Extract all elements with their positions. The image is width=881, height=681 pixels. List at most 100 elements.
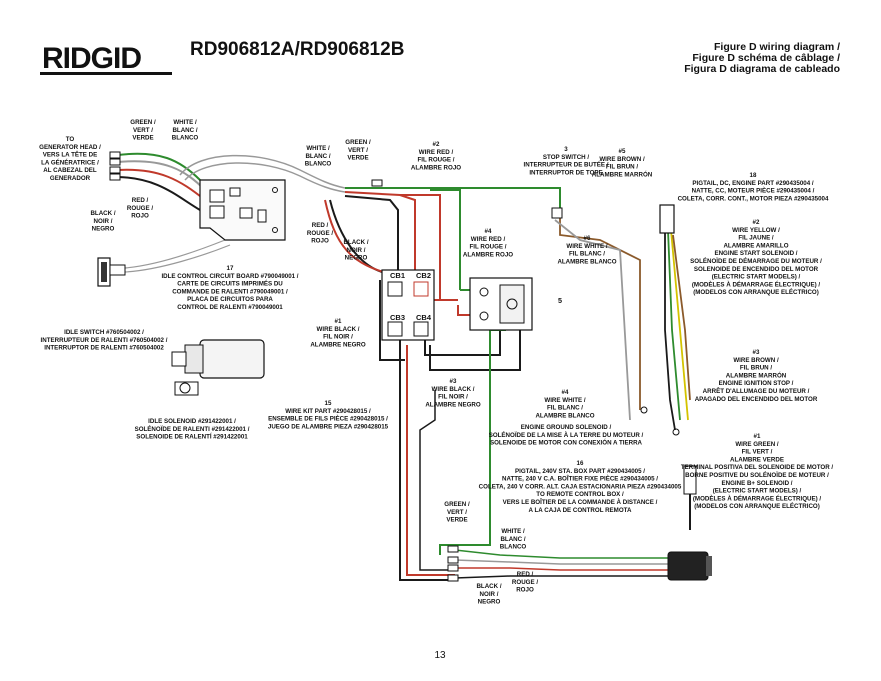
generator-head-connectors [109, 151, 121, 181]
callout-line: ALAMBRE MARRÓN [592, 170, 653, 178]
callout-line: COLETA, 240 V CORR. ALT. CAJA ESTACIONAR… [479, 483, 682, 490]
callout-line: RED / [132, 197, 149, 204]
callout-line: IDLE CONTROL CIRCUIT BOARD #790049001 / [161, 273, 298, 280]
callout-line: #5 [619, 148, 626, 155]
callout-black-bot: BLACK /NOIR /NEGRO [476, 583, 501, 606]
callout-line: ENGINE GROUND SOLENOID / [521, 424, 612, 431]
model-title: RD906812A/RD906812B [190, 39, 404, 60]
page-number: 13 [434, 650, 446, 661]
callout-line: NEGRO [92, 226, 115, 233]
callout-line: GENERADOR [50, 175, 91, 182]
callout-line: BLANC / [500, 536, 525, 543]
callout-line: RED / [517, 571, 534, 578]
callout-line: ROJO [516, 587, 534, 594]
callout-line: SOLENOIDE DE MOTOR CON CONEXIÓN A TIERRA [490, 439, 643, 447]
callout-line: FIL VERT / [742, 449, 773, 456]
callout-green-bot: GREEN /VERT /VERDE [444, 501, 470, 524]
callout-line: ROUGE / [307, 230, 333, 237]
callout-line: #3 [753, 349, 760, 356]
callout-line: TERMINAL POSITIVA DEL SOLENOIDE DE MOTOR… [681, 464, 834, 471]
callout-line: #1 [335, 318, 342, 325]
callout-line: IDLE SOLENOID #291422001 / [148, 418, 236, 425]
callout-line: PIGTAIL, DC, ENGINE PART #290435004 / [692, 180, 813, 187]
callout-line: WIRE BROWN / [599, 156, 645, 163]
callout-line: BLANC / [305, 153, 330, 160]
callout-line: ALAMBRE NEGRO [310, 341, 366, 348]
callout-line: WIRE BLACK / [317, 326, 360, 333]
callout-line: VERDE [446, 517, 467, 524]
callout-line: BORNE POSITIVE DU SOLÉNOÏDE DE MOTEUR / [685, 471, 829, 479]
callout-line: ALAMBRE ROJO [411, 164, 461, 171]
callout-line: CARTE DE CIRCUITS IMPRIMÉS DU [177, 280, 283, 288]
callout-line: 3 [564, 146, 568, 153]
callout-line: SOLENOIDE DE ENCENDIDO DEL MOTOR [694, 266, 819, 273]
callout-line: BLACK / [476, 583, 501, 590]
logo-text: RIDGID [42, 42, 141, 75]
callout-line: COMMANDE DE RALENTI #790049001 / [172, 288, 288, 295]
callout-line: #1 [754, 433, 761, 440]
callout-line: WIRE YELLOW / [732, 227, 780, 234]
callout-line: INTERRUPTOR DE TOPE [529, 169, 602, 176]
callout-line: (ELECTRIC START MODELS) / [712, 274, 801, 281]
callout-black-mid: BLACK /NOIR /NEGRO [343, 239, 368, 262]
callout-line: BLACK / [90, 210, 115, 217]
callout-line: 15 [325, 400, 332, 407]
figure-title: Figure D wiring diagram / Figure D schém… [684, 41, 840, 75]
callout-line: WIRE BROWN / [733, 357, 779, 364]
figure-title-line: Figure D schéma de câblage / [692, 52, 840, 64]
stop-switch [551, 207, 563, 219]
callout-line: ARRÊT D'ALLUMAGE DU MOTEUR / [703, 387, 810, 395]
callout-line: (MODELOS CON ARRANQUE ELÉCTRICO) [694, 502, 820, 510]
callout-line: 16 [577, 460, 584, 467]
callout-line: WHITE / [501, 528, 525, 535]
callout-line: NOIR / [347, 247, 366, 254]
figure-title-line: Figura D diagrama de cableado [684, 63, 840, 75]
callout-line: VERS LA TÊTE DE [43, 151, 97, 159]
idle-control-circuit-board [199, 179, 286, 241]
breaker-block: CB1 CB2 CB3 CB4 [381, 269, 435, 341]
callout-line: WIRE KIT PART #290428015 / [285, 408, 371, 415]
callout-idle-switch: IDLE SWITCH #760504002 /INTERRUPTEUR DE … [41, 329, 168, 352]
callout-line: TO [66, 136, 75, 143]
callout-line: TO REMOTE CONTROL BOX / [536, 491, 624, 498]
callout-line: BLANCO [305, 161, 332, 168]
callout-line: WIRE WHITE / [544, 397, 586, 404]
callout-line: #4 [562, 389, 569, 396]
callout-line: ENGINE IGNITION STOP / [719, 380, 794, 387]
callout-line: STOP SWITCH / [543, 154, 589, 161]
callout-white-tl: WHITE /BLANC /BLANCO [172, 119, 199, 142]
callout-line: BLACK / [343, 239, 368, 246]
callout-line: #2 [753, 219, 760, 226]
receptacle-panel [469, 277, 533, 331]
callout-line: CONTROL DE RALENTI #790049001 [177, 304, 283, 311]
callout-line: FIL NOIR / [323, 334, 353, 341]
callout-line: NEGRO [478, 599, 501, 606]
callout-5: 5 [558, 296, 562, 305]
callout-line: FIL BLANC / [569, 251, 605, 258]
callout-line: FIL ROUGE / [469, 244, 506, 251]
callout-line: FIL ROUGE / [417, 157, 454, 164]
callout-line: BLANCO [500, 544, 527, 551]
callout-line: ALAMBRE AMARILLO [723, 242, 788, 249]
callout-line: VERT / [447, 509, 467, 516]
callout-green-tl: GREEN /VERT /VERDE [130, 119, 156, 142]
callout-line: WIRE WHITE / [566, 243, 608, 250]
callout-line: BLANCO [172, 135, 199, 142]
callout-line: A LA CAJA DE CONTROL REMOTA [529, 507, 632, 514]
callout-line: PIGTAIL, 240V STA. BOX PART #290434005 / [515, 468, 645, 475]
callout-line: IDLE SWITCH #760504002 / [64, 329, 144, 336]
callout-line: NATTE, 240 V C.A. BOÎTIER FIXE PIÈCE #29… [502, 475, 658, 483]
callout-line: ALAMBRE BLANCO [535, 412, 594, 419]
callout-line: LA GÉNÉRATRICE / [41, 158, 99, 166]
callout-line: ROUGE / [127, 205, 153, 212]
